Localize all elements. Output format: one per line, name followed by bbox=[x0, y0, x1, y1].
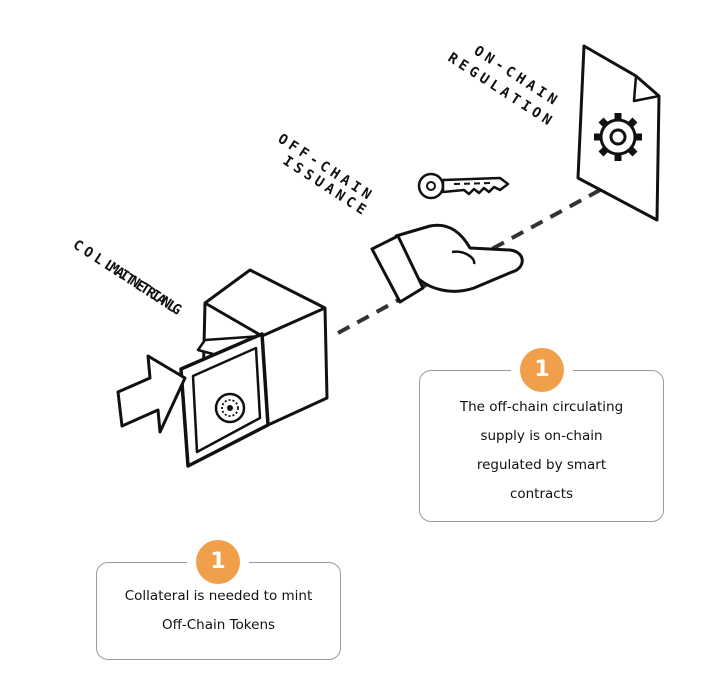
label-minting: MINTING bbox=[106, 260, 188, 321]
key-icon bbox=[417, 172, 510, 200]
safe-icon bbox=[179, 268, 329, 468]
document-gear-icon bbox=[576, 44, 661, 222]
callout-text-line: regulated by smart bbox=[476, 457, 607, 473]
callout-text-line: Collateral is needed to mint bbox=[124, 588, 313, 604]
hand-icon bbox=[370, 223, 524, 304]
dashed-connector bbox=[337, 188, 601, 335]
number-badge: 1 bbox=[520, 348, 564, 392]
callout-onchain-regulation: The off-chain circulating supply is on-c… bbox=[419, 370, 664, 522]
callout-text-line: Off-Chain Tokens bbox=[161, 617, 276, 633]
number-badge: 1 bbox=[196, 540, 240, 584]
callout-text-line: contracts bbox=[509, 486, 574, 502]
callout-text-line: supply is on-chain bbox=[480, 428, 603, 444]
callout-text-line: The off-chain circulating bbox=[459, 399, 624, 415]
arrow-icon bbox=[116, 354, 187, 434]
